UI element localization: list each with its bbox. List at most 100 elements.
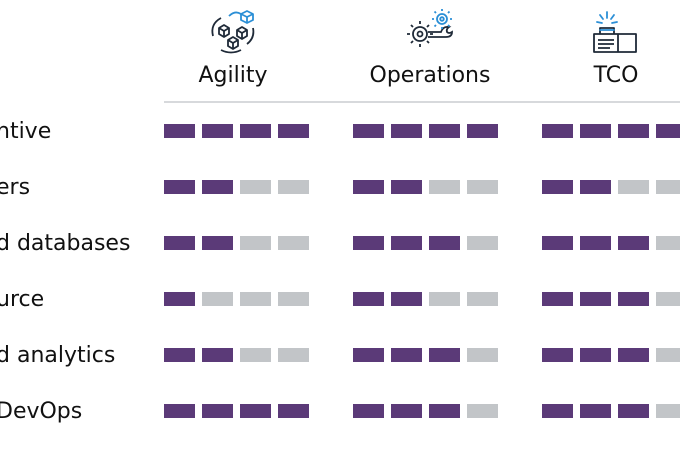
rating-segment-filled — [391, 348, 422, 362]
rating-bar — [164, 124, 316, 138]
row-label: ers — [0, 175, 31, 200]
rating-bar — [353, 292, 505, 306]
rating-bar — [542, 404, 680, 418]
rating-segment-empty — [656, 292, 680, 306]
rating-bar — [164, 404, 316, 418]
rating-segment-filled — [542, 180, 573, 194]
rating-segment-filled — [580, 124, 611, 138]
rating-segment-empty — [278, 236, 309, 250]
rating-bar — [542, 124, 680, 138]
rating-segment-filled — [618, 348, 649, 362]
rating-bar — [353, 180, 505, 194]
rating-segment-empty — [278, 180, 309, 194]
rating-segment-filled — [429, 404, 460, 418]
rating-bar — [542, 180, 680, 194]
rating-segment-empty — [278, 348, 309, 362]
rating-segment-filled — [542, 236, 573, 250]
rating-segment-empty — [240, 180, 271, 194]
rating-segment-empty — [656, 348, 680, 362]
column-operations: Operations — [348, 0, 512, 100]
rating-segment-filled — [278, 124, 309, 138]
rating-segment-filled — [580, 404, 611, 418]
row-label: d analytics — [0, 343, 116, 368]
rating-segment-filled — [580, 180, 611, 194]
column-header-row: Agility Operations — [0, 0, 680, 102]
rating-segment-filled — [618, 292, 649, 306]
column-tco: TCO — [542, 0, 680, 100]
rating-segment-filled — [353, 292, 384, 306]
rating-segment-filled — [429, 348, 460, 362]
rating-segment-filled — [391, 292, 422, 306]
rating-bar — [164, 180, 316, 194]
rating-bar — [164, 348, 316, 362]
rating-segment-filled — [467, 124, 498, 138]
rating-segment-empty — [467, 180, 498, 194]
rating-bar — [164, 292, 316, 306]
rating-segment-filled — [202, 180, 233, 194]
rating-bar — [164, 236, 316, 250]
rating-segment-empty — [656, 404, 680, 418]
rating-segment-empty — [429, 292, 460, 306]
rating-segment-filled — [580, 292, 611, 306]
rating-segment-filled — [542, 124, 573, 138]
rating-segment-empty — [467, 236, 498, 250]
row-label: ntive — [0, 119, 52, 144]
rating-segment-empty — [278, 292, 309, 306]
row-label: d databases — [0, 231, 131, 256]
column-agility: Agility — [164, 0, 302, 100]
rating-segment-filled — [278, 404, 309, 418]
rating-segment-filled — [353, 180, 384, 194]
rating-segment-filled — [353, 236, 384, 250]
rating-segment-filled — [353, 124, 384, 138]
rating-segment-filled — [202, 124, 233, 138]
rating-segment-filled — [429, 236, 460, 250]
column-title: Operations — [369, 63, 491, 88]
rating-segment-empty — [467, 404, 498, 418]
rating-bar — [353, 404, 505, 418]
rating-segment-filled — [164, 348, 195, 362]
rating-segment-filled — [429, 124, 460, 138]
header-divider — [164, 101, 680, 103]
rating-segment-filled — [618, 124, 649, 138]
rating-segment-filled — [542, 348, 573, 362]
rating-segment-filled — [164, 180, 195, 194]
rating-segment-filled — [618, 236, 649, 250]
receipt-sparkle-icon — [593, 11, 637, 53]
rating-segment-filled — [202, 236, 233, 250]
rating-bar — [353, 236, 505, 250]
rating-segment-filled — [240, 124, 271, 138]
rating-segment-empty — [202, 292, 233, 306]
rating-segment-empty — [240, 292, 271, 306]
rating-segment-empty — [656, 236, 680, 250]
rating-segment-filled — [164, 236, 195, 250]
rating-segment-empty — [429, 180, 460, 194]
rating-bar — [353, 348, 505, 362]
rating-segment-empty — [240, 348, 271, 362]
rating-segment-filled — [391, 236, 422, 250]
rating-bar — [542, 292, 680, 306]
rating-segment-filled — [240, 404, 271, 418]
column-title: TCO — [593, 63, 639, 88]
rating-bar — [542, 348, 680, 362]
rating-segment-filled — [353, 348, 384, 362]
rating-segment-filled — [164, 404, 195, 418]
rating-segment-filled — [542, 404, 573, 418]
gears-wrench-icon — [407, 9, 453, 47]
rating-segment-filled — [391, 124, 422, 138]
rating-segment-filled — [580, 348, 611, 362]
modular-cubes-icon — [211, 10, 255, 54]
rating-segment-filled — [164, 292, 195, 306]
rating-segment-filled — [656, 124, 680, 138]
rating-segment-empty — [467, 348, 498, 362]
column-title: Agility — [198, 63, 268, 88]
rating-segment-empty — [618, 180, 649, 194]
rating-segment-empty — [240, 236, 271, 250]
rating-bar — [353, 124, 505, 138]
rating-segment-filled — [618, 404, 649, 418]
rating-segment-filled — [164, 124, 195, 138]
rating-segment-empty — [467, 292, 498, 306]
rating-segment-filled — [353, 404, 384, 418]
rating-segment-filled — [580, 236, 611, 250]
rating-segment-filled — [542, 292, 573, 306]
rating-segment-filled — [202, 348, 233, 362]
